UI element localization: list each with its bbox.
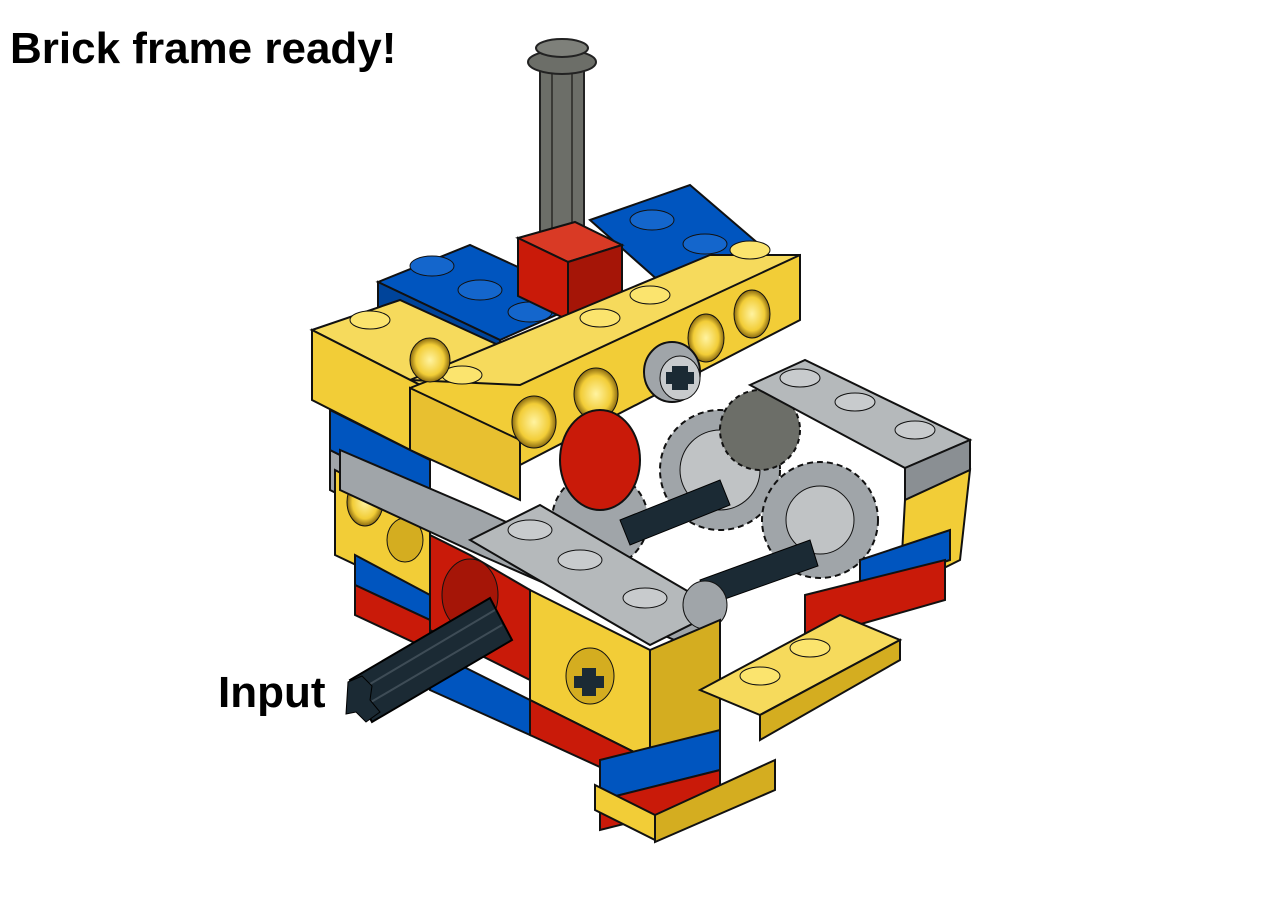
output-shaft: [527, 38, 597, 261]
bottom-right-yellow-plate: [697, 613, 903, 742]
input-axle[interactable]: [345, 596, 514, 724]
input-label: Input: [218, 668, 326, 717]
gray-bush: [643, 341, 701, 403]
front-gray-beam: [339, 448, 728, 662]
right-gray-plate: [747, 358, 973, 502]
upper-yellow-beams: [309, 240, 801, 502]
title: Brick frame ready!: [10, 24, 397, 73]
front-yellow-brick: [529, 588, 721, 762]
